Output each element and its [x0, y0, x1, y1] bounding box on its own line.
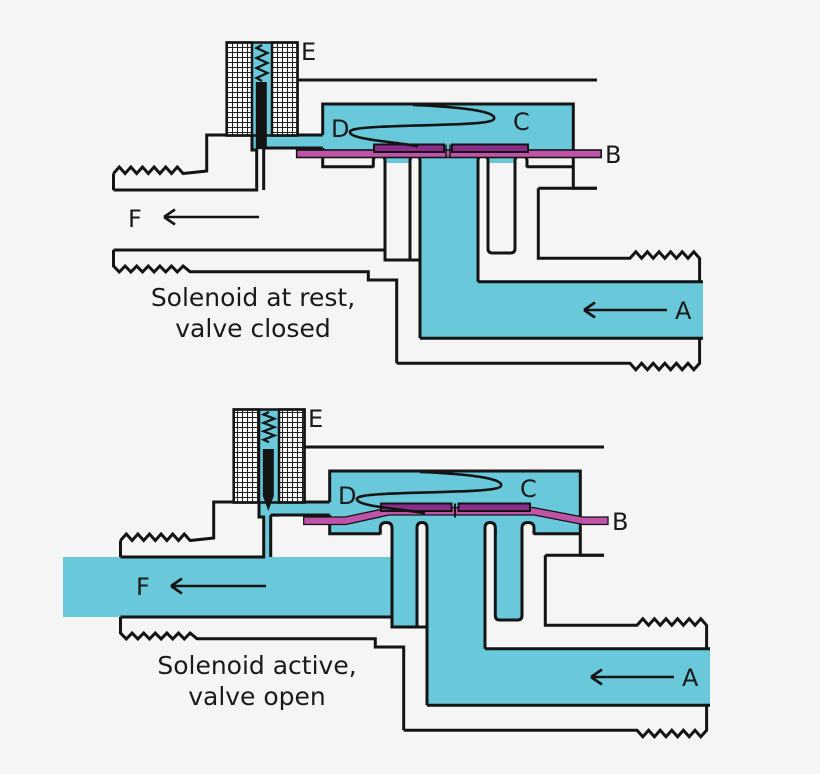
flow-arrow-f-icon: [163, 208, 259, 226]
outlet-slot-left-empty: [385, 163, 410, 260]
cover-and-a-port-upper-wall: [297, 78, 702, 282]
flow-arrow-a-icon: [583, 301, 667, 319]
valve-open-diagram: E D C B F A Solenoid active, valve open: [63, 405, 710, 740]
label-f-top: F: [128, 205, 142, 233]
a-pipe-borders-open: [427, 647, 710, 707]
f-channel-floor: [113, 248, 420, 262]
coil-right: [270, 41, 299, 137]
seat-walls: [383, 163, 480, 339]
valve-closed-diagram: E D C B F A Solenoid at rest, valve clos…: [112, 38, 703, 373]
lower-body-outline-open: [119, 617, 709, 740]
diaphragm-spring: [348, 103, 496, 148]
f-port-upper-wall: [112, 133, 227, 176]
f-channel-floor-open: [120, 615, 427, 629]
seat-arches-open: [378, 520, 536, 535]
caption-top-line2: valve closed: [175, 314, 330, 343]
plunger-spring-compressed: [260, 410, 278, 444]
inlet-column-fluid-open: [427, 520, 710, 706]
flow-arrow-a-open-icon: [590, 668, 674, 686]
coil-left-open: [232, 408, 261, 504]
diaphragm-plate-right-open: [457, 502, 531, 512]
label-e-top: E: [301, 38, 316, 66]
caption-bottom-line2: valve open: [188, 682, 326, 711]
diaphragm-plate-right: [451, 143, 529, 153]
pilot-channel-d-fluid: [272, 135, 324, 148]
label-c-top: C: [513, 108, 530, 136]
outlet-slot-left-fluid: [392, 510, 417, 627]
coil-left: [225, 41, 254, 137]
a-pipe-borders: [420, 280, 703, 340]
coil-right-open: [277, 408, 306, 504]
inlet-column-fluid: [420, 157, 703, 339]
outlet-slot-right-fluid: [495, 520, 522, 619]
plunger-seated: [255, 82, 267, 149]
caption-bottom-line1: Solenoid active,: [157, 651, 356, 680]
label-b-bottom: B: [612, 508, 628, 536]
label-f-bottom: F: [136, 573, 150, 601]
plunger-retracted: [262, 449, 274, 511]
diaphragm-spring-open: [355, 470, 503, 515]
seat-walls-open: [390, 530, 487, 706]
label-a-top: A: [675, 297, 692, 325]
label-a-bottom: A: [682, 664, 699, 692]
caption-top-line1: Solenoid at rest,: [151, 283, 355, 312]
label-b-top: B: [605, 141, 621, 169]
pilot-channel-d-fluid-open: [279, 502, 331, 515]
lower-body-outline: [112, 250, 702, 373]
pilot-bore-fluid: [263, 510, 271, 557]
label-d-top: D: [331, 115, 349, 143]
label-d-bottom: D: [338, 482, 356, 510]
diaphragm-membrane: [295, 149, 603, 159]
pilot-bore-walls: [112, 133, 323, 192]
outlet-pocket-right-wall-open: [493, 530, 524, 622]
outlet-pocket-right-wall: [486, 163, 517, 255]
plunger-spring: [253, 44, 271, 82]
cover-and-a-port-upper-wall-open: [304, 445, 709, 649]
outlet-slot-right-empty: [488, 163, 515, 253]
flow-arrow-f-open-icon: [170, 577, 266, 595]
pilot-bore-walls-open: [119, 500, 330, 559]
label-e-bottom: E: [308, 405, 323, 433]
pilot-orifice: [445, 144, 451, 158]
label-c-bottom: C: [520, 475, 537, 503]
f-port-upper-wall-open: [119, 500, 234, 543]
